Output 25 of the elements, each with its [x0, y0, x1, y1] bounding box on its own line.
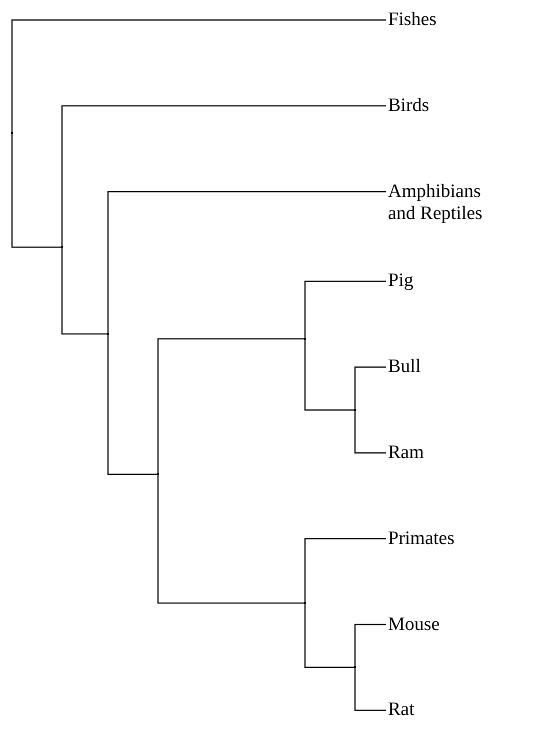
- taxon-label: Birds: [388, 94, 500, 117]
- taxon-label: Pig: [388, 270, 500, 292]
- taxon-label: Amphibians and Reptiles: [388, 180, 500, 225]
- taxon-label: Primates: [388, 528, 500, 550]
- tree-branch: [304, 280, 386, 339]
- tree-branch: [354, 410, 386, 454]
- tree-branch: [354, 366, 386, 410]
- tree-branch: [354, 624, 386, 668]
- tree-branch: [61, 247, 108, 335]
- tree-branch: [61, 105, 386, 248]
- tree-branch: [157, 338, 305, 474]
- tree-branch: [107, 191, 386, 334]
- tree-branch: [107, 334, 158, 475]
- tree-branch: [11, 19, 386, 134]
- taxon-label: Rat: [388, 699, 500, 722]
- taxon-label: Fishes: [388, 9, 500, 31]
- tree-branch: [304, 338, 355, 411]
- tree-branch: [157, 474, 305, 604]
- tree-branch: [354, 667, 386, 711]
- tree-branch: [11, 133, 62, 248]
- taxon-label: Mouse: [388, 614, 500, 636]
- taxon-label: Bull: [388, 356, 500, 378]
- tree-branch: [304, 538, 386, 604]
- taxon-label: Ram: [388, 442, 500, 464]
- tree-branch: [304, 603, 355, 668]
